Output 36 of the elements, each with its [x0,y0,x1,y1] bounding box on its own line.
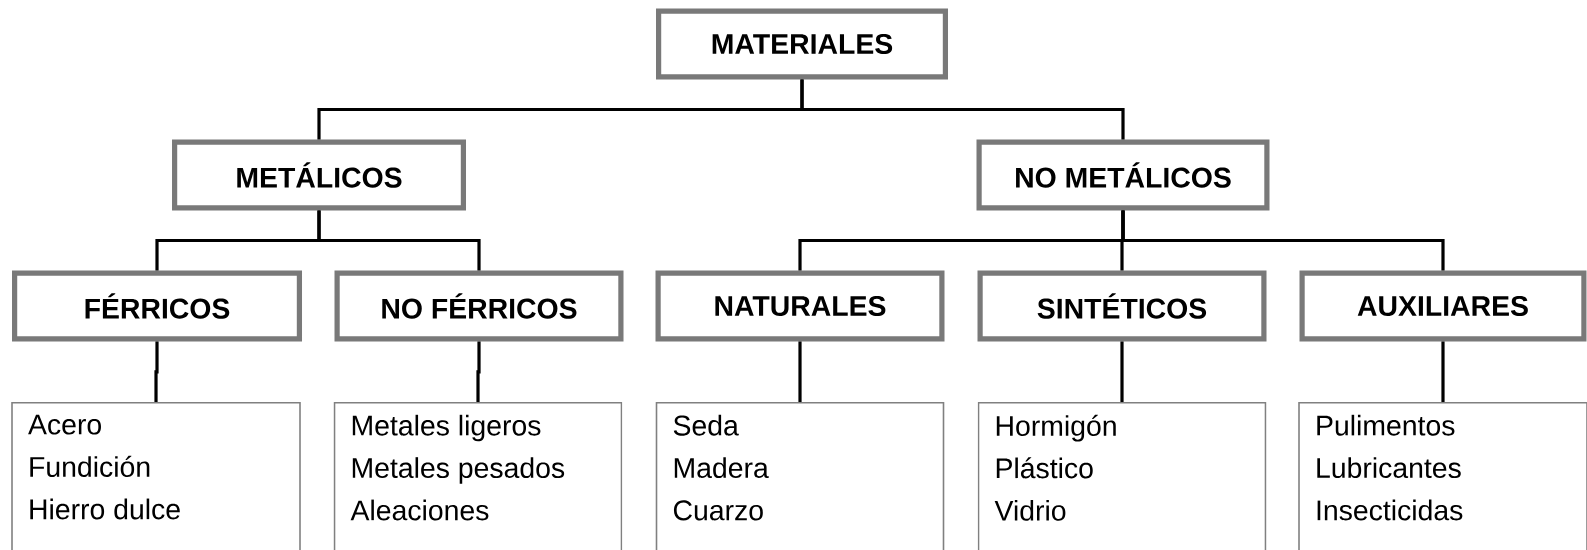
list-item: Vidrio [994,499,1066,521]
list-box [655,402,945,550]
category-box: METÁLICOS [172,139,466,211]
list-item: Madera [674,457,769,479]
list-item: Hormigón [996,414,1116,442]
list-item: Lubricantes [1317,457,1461,479]
category-box: FÉRRICOS [12,270,302,342]
connector-line [1121,210,1445,271]
connector-line [154,341,159,402]
list-item: Pulimentos [1317,414,1455,436]
list-item: Fundición [30,455,150,477]
category-box: NO FÉRRICOS [334,270,624,342]
list-item: Aleaciones [350,499,489,521]
list-box [333,402,623,550]
category-box: NO METÁLICOS [976,139,1270,211]
connector-line [476,341,481,402]
list-item: Metales ligeros [352,414,541,442]
category-box: NATURALES [655,270,945,342]
list-box [977,402,1267,550]
list-item: Cuarzo [673,500,763,521]
list-item: Hierro dulce [30,498,180,520]
list-item: Plástico [996,457,1093,479]
category-box: AUXILIARES [1299,270,1587,342]
list-item: Seda [673,414,739,436]
connector-line [800,79,1125,140]
connector-line [1120,341,1124,402]
connector-line [317,210,481,271]
list-box [1298,402,1587,550]
connector-line [798,341,802,402]
list-box [11,402,301,550]
list-item: Metales pesados [352,457,565,484]
list-item: Insecticidas [1317,499,1463,521]
category-box: MATERIALES [656,8,948,80]
connector-line [1441,341,1445,402]
category-box: SINTÉTICOS [977,270,1267,342]
list-item: Acero [28,414,101,435]
